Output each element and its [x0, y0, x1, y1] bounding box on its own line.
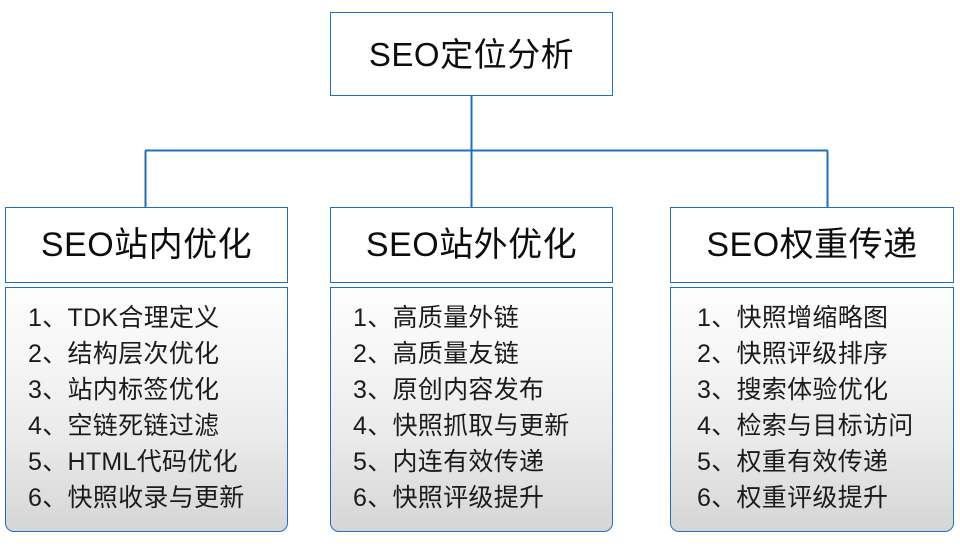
list-item: 3、原创内容发布 — [353, 376, 545, 404]
list-item: 6、快照评级提升 — [353, 484, 545, 512]
list-item: 5、HTML代码优化 — [28, 448, 238, 476]
list-item: 4、快照抓取与更新 — [353, 412, 570, 440]
root-node-seo-positioning-analysis[interactable]: SEO定位分析 — [330, 12, 613, 96]
branch-item-list: 1、高质量外链 2、高质量友链 3、原创内容发布 4、快照抓取与更新 5、内连有… — [331, 300, 634, 516]
list-item: 5、权重有效传递 — [697, 448, 889, 476]
list-item: 4、检索与目标访问 — [697, 412, 914, 440]
branch-header-seo-weight[interactable]: SEO权重传递 — [670, 207, 954, 283]
list-item: 5、内连有效传递 — [353, 448, 545, 476]
branch-column-seo-weight: SEO权重传递 1、快照增缩略图 2、快照评级排序 3、搜索体验优化 4、检索与… — [670, 207, 954, 532]
branch-column-seo-offsite: SEO站外优化 1、高质量外链 2、高质量友链 3、原创内容发布 4、快照抓取与… — [330, 207, 613, 532]
branch-item-list: 1、TDK合理定义 2、结构层次优化 3、站内标签优化 4、空链死链过滤 5、H… — [6, 300, 309, 516]
branch-header-label: SEO权重传递 — [706, 226, 918, 264]
list-item: 4、空链死链过滤 — [28, 412, 220, 440]
branch-body-seo-onsite: 1、TDK合理定义 2、结构层次优化 3、站内标签优化 4、空链死链过滤 5、H… — [5, 287, 288, 532]
list-item: 2、高质量友链 — [353, 340, 520, 368]
branch-header-label: SEO站内优化 — [40, 226, 253, 264]
list-item: 1、高质量外链 — [353, 304, 520, 332]
list-item: 6、权重评级提升 — [697, 484, 889, 512]
list-item: 3、站内标签优化 — [28, 376, 220, 404]
list-item: 6、快照收录与更新 — [28, 484, 245, 512]
list-item: 1、TDK合理定义 — [28, 304, 220, 332]
branch-header-seo-offsite[interactable]: SEO站外优化 — [330, 207, 613, 283]
list-item: 2、快照评级排序 — [697, 340, 889, 368]
branch-body-seo-weight: 1、快照增缩略图 2、快照评级排序 3、搜索体验优化 4、检索与目标访问 5、权… — [670, 287, 954, 532]
list-item: 1、快照增缩略图 — [697, 304, 889, 332]
root-node-label: SEO定位分析 — [368, 35, 575, 73]
branch-item-list: 1、快照增缩略图 2、快照评级排序 3、搜索体验优化 4、检索与目标访问 5、权… — [671, 300, 960, 516]
branch-header-label: SEO站外优化 — [365, 226, 578, 264]
branch-header-seo-onsite[interactable]: SEO站内优化 — [5, 207, 288, 283]
list-item: 2、结构层次优化 — [28, 340, 220, 368]
branch-body-seo-offsite: 1、高质量外链 2、高质量友链 3、原创内容发布 4、快照抓取与更新 5、内连有… — [330, 287, 613, 532]
list-item: 3、搜索体验优化 — [697, 376, 889, 404]
branch-column-seo-onsite: SEO站内优化 1、TDK合理定义 2、结构层次优化 3、站内标签优化 4、空链… — [5, 207, 288, 532]
